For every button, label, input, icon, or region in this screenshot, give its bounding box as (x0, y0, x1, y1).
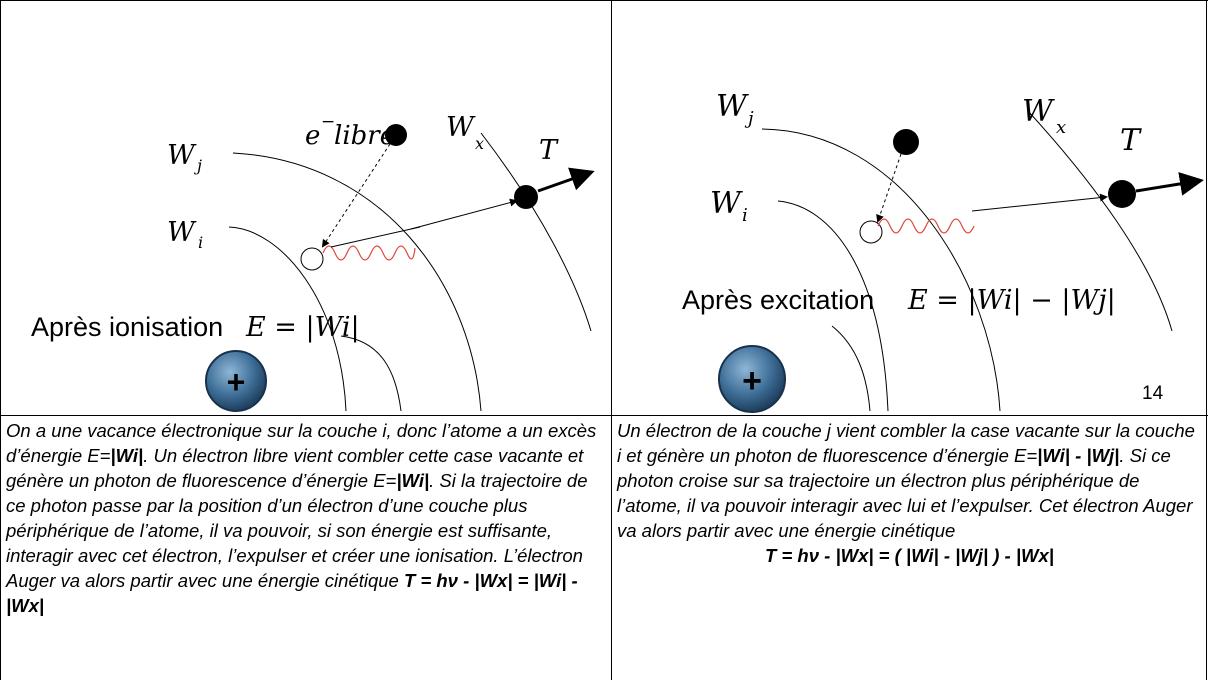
table-divider-vertical (611, 0, 612, 680)
e-word: libre (334, 121, 395, 151)
wj-label: W (167, 140, 197, 171)
wi-label: W (710, 186, 743, 221)
table-border-top (0, 0, 1208, 1)
table-divider-horizontal (0, 415, 1208, 416)
right-explanation: Un électron de la couche j vient combler… (617, 418, 1202, 568)
right-paragraph: Un électron de la couche j vient combler… (617, 418, 1202, 543)
shell-inner (831, 325, 871, 412)
auger-electron (1108, 180, 1136, 208)
auger-exit-arrow (537, 167, 595, 193)
free-electron (385, 124, 407, 146)
caption-prefix: Après excitation (682, 285, 874, 315)
wi-sub: i (742, 205, 748, 226)
shell-i-arc (777, 200, 889, 412)
photon-wave (877, 218, 975, 234)
shell-j-electron (893, 129, 919, 155)
wx-label: W (1022, 94, 1055, 129)
table-border-right (1206, 0, 1207, 680)
caption-prefix: Après ionisation (31, 312, 223, 342)
photon-arrow (330, 226, 421, 248)
right-sentence-1: Un électron de la couche j vient combler… (617, 420, 1195, 466)
vacancy-circle (300, 247, 324, 271)
vacancy-circle (859, 220, 883, 244)
ionisation-diagram: e − libre W j W i W x T Après ionisation… (31, 112, 595, 412)
wj-label: W (716, 89, 749, 124)
right-figure: W j W i W x T Après excitation E = |Wi| … (612, 1, 1206, 415)
left-sentence-3: . Si la trajectoire de ce photon passe p… (6, 470, 588, 591)
shell-x-arc (480, 132, 592, 332)
shell-x-arc (1027, 110, 1173, 332)
left-formula-1: |Wi| (110, 445, 144, 466)
e-label: e (305, 121, 320, 151)
left-paragraph: On a une vacance électronique sur la cou… (6, 418, 606, 618)
shell-i-lower (340, 335, 402, 412)
table-border-left (0, 0, 1, 680)
auger-trajectory (410, 198, 518, 230)
nucleus-sign: + (227, 364, 246, 400)
left-sentence-1: On a une vacance électronique sur la cou… (6, 420, 597, 466)
left-formula-3: T = hν - |Wx| = |Wi| - |Wx| (6, 570, 578, 616)
wx-label: W (446, 112, 476, 143)
auger-electron (514, 185, 538, 209)
right-formula-final: T = hν - |Wx| = ( |Wi| - |Wj| ) - |Wx| (765, 545, 1054, 566)
wx-sub: x (1056, 117, 1066, 138)
left-explanation: On a une vacance électronique sur la cou… (6, 418, 606, 618)
shell-i-arc (228, 226, 347, 412)
slide-number: 14 (1142, 383, 1164, 404)
nucleus (205, 350, 267, 412)
capture-path (321, 143, 391, 248)
nucleus-sign: + (742, 362, 762, 400)
e-sup: − (321, 112, 335, 132)
caption-formula: E = |Wi| (245, 312, 360, 343)
left-figure: e − libre W j W i W x T Après ionisation… (1, 1, 611, 415)
transition-path (876, 153, 902, 223)
shell-j-arc (761, 128, 1001, 412)
right-sentence-2: . Si ce photon croise sur sa trajectoire… (617, 445, 1193, 541)
t-label: T (1120, 123, 1142, 158)
wj-sub: j (194, 156, 202, 175)
wj-sub: j (744, 108, 754, 129)
t-label: T (539, 135, 559, 166)
auger-trajectory (971, 193, 1108, 212)
wi-label: W (167, 217, 197, 248)
caption-formula: E = |Wi| − |Wj| (907, 285, 1116, 316)
auger-exit-arrow (1135, 172, 1204, 196)
right-formula-1: |Wi| - |Wj| (1037, 445, 1120, 466)
left-sentence-2: . Un électron libre vient combler cette … (6, 445, 584, 491)
wx-sub: x (475, 134, 484, 153)
photon-wave (322, 245, 416, 261)
wi-sub: i (198, 233, 203, 252)
shell-j-arc (232, 152, 482, 412)
excitation-diagram: W j W i W x T Après excitation E = |Wi| … (682, 89, 1204, 413)
left-formula-2: |Wi| (396, 470, 430, 491)
nucleus (718, 345, 786, 413)
